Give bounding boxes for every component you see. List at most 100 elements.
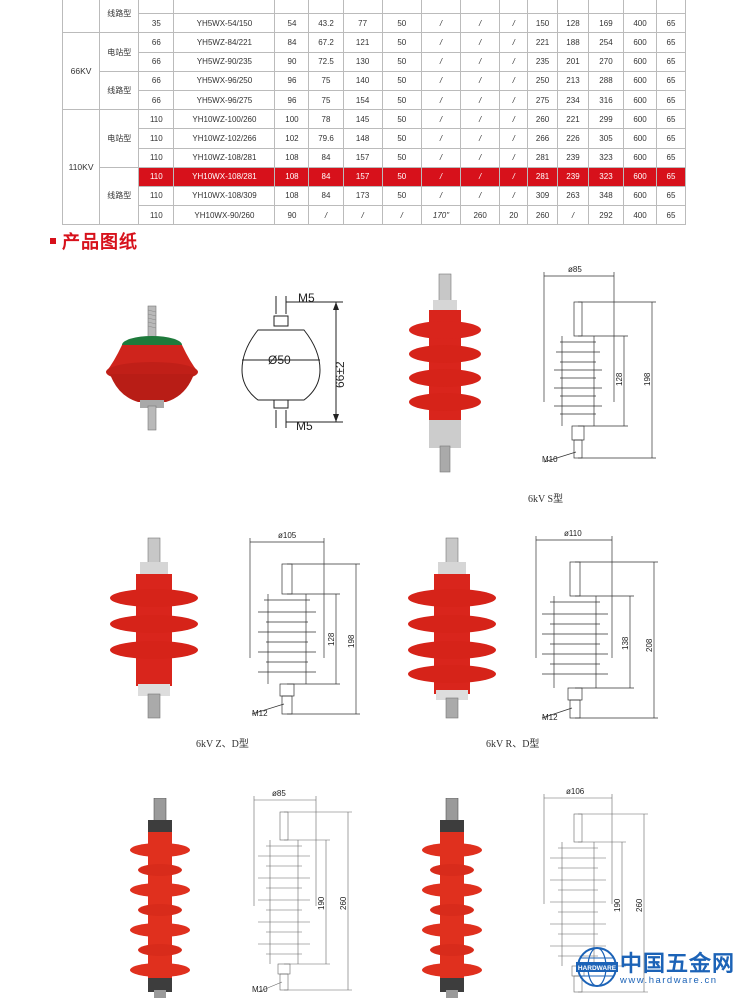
table-cell: YH5WX-54/150: [173, 13, 276, 34]
table-cell: /: [460, 13, 501, 34]
s-diameter: ø85: [568, 265, 582, 274]
tall1-thread: M10: [252, 985, 268, 994]
table-cell: 234: [557, 89, 589, 111]
table-cell: 50: [381, 185, 422, 207]
table-cell: [527, 0, 559, 15]
table-cell: 600: [623, 109, 658, 130]
table-cell: /: [499, 185, 529, 207]
table-cell: 110: [138, 128, 175, 149]
table-cell: 305: [587, 128, 625, 149]
table-cell: 239: [557, 166, 589, 187]
table-cell: 600: [623, 89, 658, 111]
table-cell: [460, 0, 501, 15]
rd-type-caption: 6kV R、D型: [486, 739, 540, 750]
table-cell: 323: [587, 147, 625, 168]
zd-height-1: 128: [327, 632, 336, 646]
type-cell: 线路型: [99, 166, 140, 226]
zd-type-arrester-photo: [110, 537, 198, 719]
table-cell: [557, 0, 589, 15]
table-cell: /: [499, 147, 529, 168]
table-cell: 66: [138, 89, 175, 111]
table-cell: 50: [381, 32, 422, 53]
table-cell: 78: [308, 109, 344, 130]
table-cell: /: [420, 166, 462, 187]
table-cell: [420, 0, 462, 15]
table-cell: 72.5: [308, 51, 344, 72]
table-cell: /: [460, 166, 501, 187]
table-cell: /: [460, 70, 501, 91]
s-type-arrester-drawing: ø85 128 198 M10: [542, 265, 656, 464]
table-cell: 84: [308, 166, 344, 187]
table-cell: YH5WX-96/250: [173, 70, 276, 91]
table-cell: 400: [623, 205, 658, 226]
table-cell: /: [381, 205, 422, 226]
table-cell: /: [460, 147, 501, 168]
table-cell: /: [420, 128, 462, 149]
table-cell: 299: [587, 109, 625, 130]
table-cell: 157: [342, 147, 383, 168]
table-cell: 65: [656, 70, 686, 91]
table-cell: 84: [308, 147, 344, 168]
table-cell: 254: [587, 32, 625, 53]
hardware-logo[interactable]: HARDWARE 中国五金网 www.hardware.cn: [576, 944, 746, 996]
table-cell: 50: [381, 109, 422, 130]
table-cell: 188: [557, 32, 589, 53]
s-thread: M10: [542, 455, 558, 464]
table-cell: YH10WZ-108/281: [173, 147, 276, 168]
table-cell: /: [342, 205, 383, 226]
table-cell: [342, 0, 383, 15]
table-cell: 260: [460, 205, 501, 226]
table-cell: YH10WX-108/309: [173, 185, 276, 207]
zd-thread: M12: [252, 709, 268, 718]
table-cell: 292: [587, 205, 625, 226]
table-cell: 323: [587, 166, 625, 187]
s-type-caption: 6kV S型: [528, 494, 564, 505]
table-cell: 348: [587, 185, 625, 207]
table-cell: 121: [342, 32, 383, 53]
table-cell: [623, 0, 658, 15]
table-cell: YH10WZ-100/260: [173, 109, 276, 130]
bottom-thread-label: M5: [296, 419, 313, 433]
table-cell: 145: [342, 109, 383, 130]
table-cell: 201: [557, 51, 589, 72]
table-cell: /: [460, 89, 501, 111]
table-cell: 50: [381, 89, 422, 111]
type-cell: 电站型: [99, 109, 140, 168]
table-cell: /: [308, 205, 344, 226]
table-cell: [656, 0, 686, 15]
table-cell: 65: [656, 205, 686, 226]
table-cell: 66: [138, 51, 175, 72]
small-arrester-drawing: M5 M5 Ø50 66±2: [241, 291, 347, 433]
voltage-group-cell: 66KV: [61, 32, 101, 111]
table-cell: 281: [527, 147, 559, 168]
type-cell: 线路型: [99, 0, 140, 34]
table-cell: /: [420, 147, 462, 168]
logo-name: 中国五金网: [620, 952, 736, 977]
table-cell: 108: [274, 166, 310, 187]
table-cell: 35: [138, 13, 175, 34]
table-cell: 102: [274, 128, 310, 149]
table-cell: 169: [587, 13, 625, 34]
table-cell: 65: [656, 185, 686, 207]
zd-type-arrester-drawing: ø105 128 198 M12: [249, 531, 360, 718]
table-cell: 600: [623, 70, 658, 91]
tall1-diameter: ø85: [272, 789, 286, 798]
table-cell: 50: [381, 13, 422, 34]
table-cell: 221: [557, 109, 589, 130]
rd-type-arrester-photo: [408, 537, 496, 719]
table-cell: 316: [587, 89, 625, 111]
table-cell: [274, 0, 310, 15]
table-cell: 170": [420, 205, 462, 226]
zd-type-caption: 6kV Z、D型: [196, 739, 249, 750]
table-cell: 65: [656, 89, 686, 111]
table-cell: /: [420, 70, 462, 91]
